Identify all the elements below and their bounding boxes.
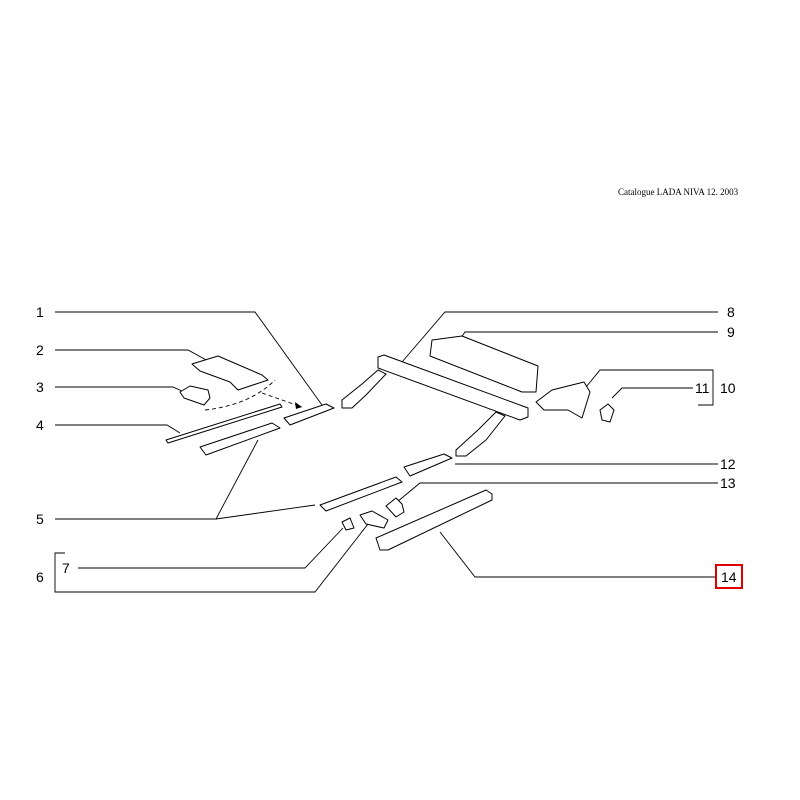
part-9-panel	[429, 335, 539, 393]
callout-8[interactable]: 8	[727, 304, 735, 320]
highlight-box-14	[715, 564, 743, 589]
parts	[165, 335, 615, 551]
catalogue-caption: Catalogue LADA NIVA 12. 2003	[618, 187, 739, 197]
callout-9[interactable]: 9	[727, 324, 735, 340]
callout-10[interactable]: 10	[720, 380, 736, 396]
part-1-rail	[283, 403, 335, 426]
callout-2[interactable]: 2	[36, 342, 44, 358]
callout-11[interactable]: 11	[695, 380, 710, 396]
leader-5b	[215, 504, 316, 520]
part-14-sill	[375, 489, 493, 551]
part-7-clip	[341, 517, 355, 531]
callout-3[interactable]: 3	[36, 379, 44, 395]
bracket-6	[54, 523, 369, 593]
leader-13	[396, 482, 718, 503]
callout-6[interactable]: 6	[36, 569, 44, 585]
dashed-arrow	[261, 392, 303, 408]
part-5-rail-left	[199, 422, 281, 456]
part-8-right-arm	[455, 411, 506, 457]
part-3-bracket	[179, 385, 211, 406]
callout-4[interactable]: 4	[36, 417, 44, 433]
part-2-panel	[191, 355, 269, 391]
part-10-bracket	[535, 381, 591, 419]
bracket-10	[698, 369, 714, 406]
leader-4	[55, 424, 181, 434]
dashed-arc	[204, 379, 276, 411]
leader-5	[55, 439, 259, 520]
arrow-head	[295, 402, 302, 409]
part-8-left-arm	[341, 369, 387, 409]
part-8-crossmember	[377, 354, 529, 421]
part-4-rod	[165, 403, 283, 444]
leader-8	[401, 311, 718, 363]
leader-14	[439, 531, 715, 578]
callout-7[interactable]: 7	[62, 560, 70, 576]
callout-14[interactable]: 14	[721, 569, 737, 585]
leader-3	[55, 386, 185, 393]
leader-1	[55, 311, 323, 406]
callout-13[interactable]: 13	[720, 475, 736, 491]
part-11-clip	[599, 403, 615, 423]
part-12-rail	[403, 453, 453, 477]
part-13-bracket	[385, 497, 405, 518]
callout-12[interactable]: 12	[720, 456, 736, 472]
leader-7	[78, 527, 344, 569]
leader-11	[611, 387, 693, 399]
leader-2	[55, 349, 211, 363]
callout-1[interactable]: 1	[36, 304, 44, 320]
leader-9	[457, 331, 718, 343]
leader-10-part	[581, 369, 698, 393]
part-6-block	[359, 510, 389, 529]
callout-5[interactable]: 5	[36, 511, 44, 527]
part-5-rail-right	[319, 476, 403, 512]
